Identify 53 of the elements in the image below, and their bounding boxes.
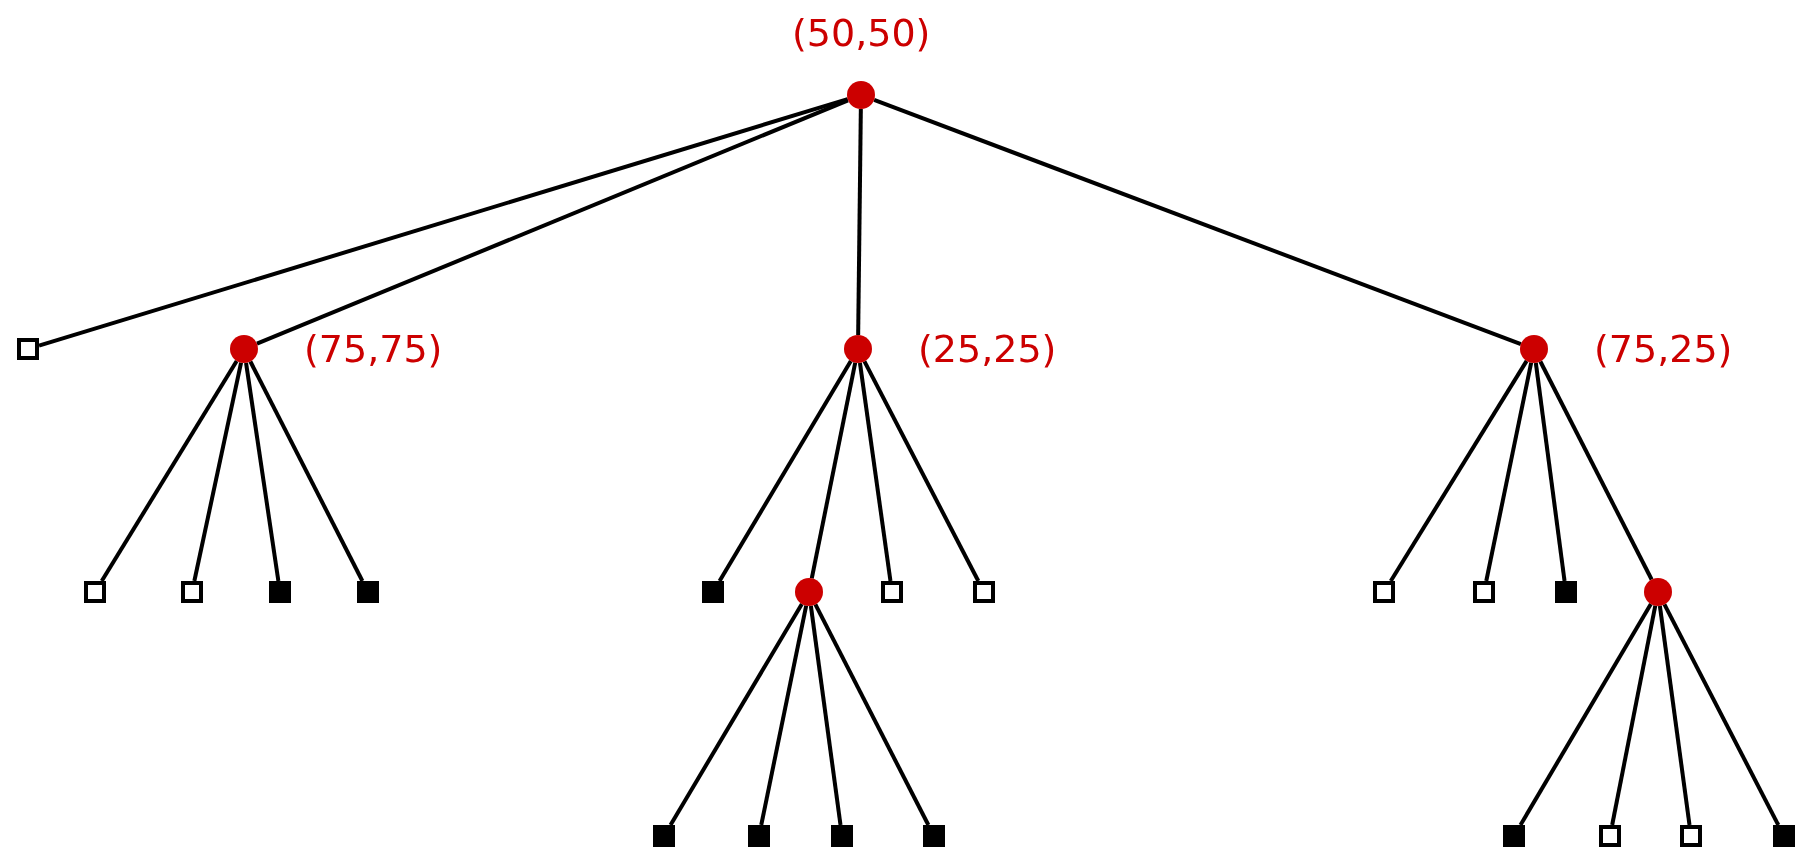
coordinate-label: (75,75): [304, 330, 443, 368]
coordinate-label: (25,25): [918, 330, 1057, 368]
tree-edge: [857, 362, 893, 582]
empty-leaf-square: [1373, 581, 1395, 603]
empty-leaf-square: [17, 338, 39, 360]
empty-leaf-square: [881, 581, 903, 603]
node-dot: [795, 578, 823, 606]
node-dot: [1520, 335, 1548, 363]
coordinate-label: (50,50): [792, 14, 931, 52]
tree-edge: [244, 362, 281, 582]
tree-edge: [717, 360, 853, 583]
tree-edge: [1657, 605, 1692, 826]
filled-leaf-square: [1503, 825, 1525, 847]
tree-edge: [192, 362, 244, 582]
tree-edge: [1484, 362, 1534, 582]
tree-edge: [809, 362, 858, 579]
tree-edge: [248, 360, 365, 582]
empty-leaf-square: [1599, 825, 1621, 847]
filled-leaf-square: [702, 581, 724, 603]
filled-leaf-square: [357, 581, 379, 603]
filled-leaf-square: [923, 825, 945, 847]
tree-edge: [862, 360, 981, 582]
tree-edge: [813, 603, 931, 826]
node-dot: [847, 81, 875, 109]
tree-edge: [1518, 603, 1653, 826]
node-dot: [844, 335, 872, 363]
tree-edge: [100, 359, 239, 583]
empty-leaf-square: [1680, 825, 1702, 847]
tree-edge: [1389, 359, 1529, 583]
filled-leaf-square: [831, 825, 853, 847]
empty-leaf-square: [1473, 581, 1495, 603]
filled-leaf-square: [1555, 581, 1577, 603]
coordinate-label: (75,25): [1594, 330, 1733, 368]
tree-edge: [856, 108, 863, 336]
tree-edge: [759, 605, 809, 826]
filled-leaf-square: [748, 825, 770, 847]
empty-leaf-square: [973, 581, 995, 603]
tree-edge: [873, 98, 1522, 346]
tree-edge: [1538, 360, 1654, 581]
tree-edge: [668, 603, 804, 826]
empty-leaf-square: [84, 581, 106, 603]
filled-leaf-square: [269, 581, 291, 603]
filled-leaf-square: [1773, 825, 1795, 847]
tree-edge: [1610, 605, 1658, 826]
filled-leaf-square: [653, 825, 675, 847]
tree-edge: [38, 97, 849, 348]
node-dot: [1644, 578, 1672, 606]
tree-edge: [808, 605, 843, 826]
empty-leaf-square: [181, 581, 203, 603]
tree-edge: [1662, 603, 1781, 826]
tree-edge: [1533, 362, 1567, 582]
node-dot: [230, 335, 258, 363]
tree-edge: [256, 98, 849, 346]
